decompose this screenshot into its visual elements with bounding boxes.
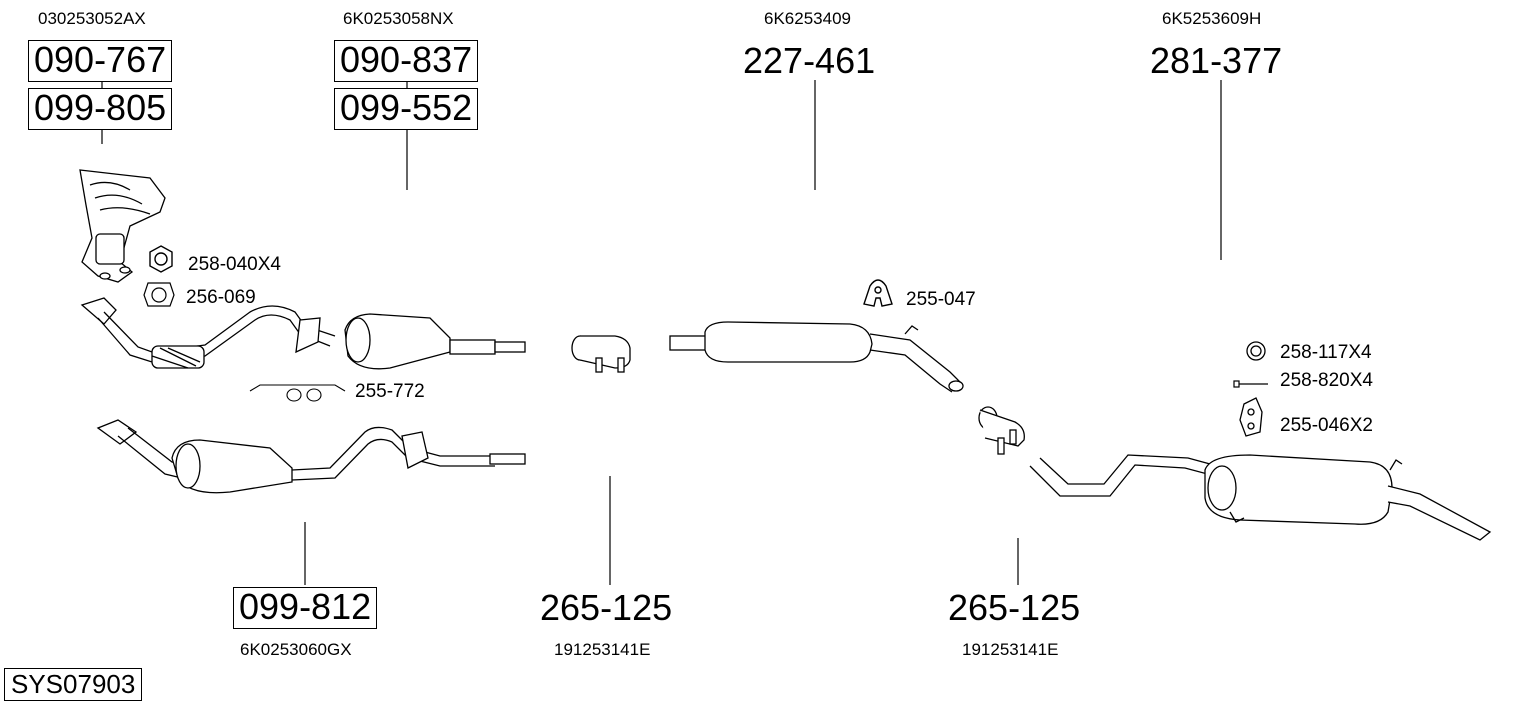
oem-number-middle-silencer: 6K6253409 bbox=[764, 9, 851, 28]
accessory-rubber-mount-rear-label[interactable]: 255-046X2 bbox=[1280, 415, 1373, 436]
manifold-shape bbox=[79, 169, 166, 283]
oem-number-manifold: 030253052AX bbox=[38, 9, 146, 28]
clamp-2-shape bbox=[978, 406, 1025, 455]
gasket-shape bbox=[143, 282, 175, 307]
part-number-front-pipe-b[interactable]: 099-812 bbox=[233, 587, 378, 629]
front-pipe-a-shape bbox=[80, 297, 526, 370]
accessory-nut-label[interactable]: 258-040X4 bbox=[188, 254, 281, 275]
accessory-bolt-label[interactable]: 258-820X4 bbox=[1280, 370, 1373, 391]
nut-shape bbox=[149, 245, 173, 273]
oem-number-clamp-1: 191253141E bbox=[554, 640, 651, 659]
part-number-clamp-1[interactable]: 265-125 bbox=[540, 587, 673, 628]
oem-number-clamp-2: 191253141E bbox=[962, 640, 1059, 659]
clamp-1-shape bbox=[571, 335, 631, 373]
part-number-manifold-1[interactable]: 090-767 bbox=[28, 40, 173, 82]
system-id: SYS07903 bbox=[4, 668, 143, 701]
accessory-bracket-label[interactable]: 255-772 bbox=[355, 381, 425, 402]
bracket-shape bbox=[249, 384, 346, 402]
rubber-mount-middle-shape bbox=[863, 279, 893, 307]
part-number-front-pipe-a-2[interactable]: 099-552 bbox=[334, 88, 479, 130]
accessory-gasket-label[interactable]: 256-069 bbox=[186, 287, 256, 308]
part-number-middle-silencer[interactable]: 227-461 bbox=[743, 40, 876, 81]
part-number-front-pipe-a-1[interactable]: 090-837 bbox=[334, 40, 479, 82]
part-number-manifold-2[interactable]: 099-805 bbox=[28, 88, 173, 130]
accessory-rubber-mount-middle-label[interactable]: 255-047 bbox=[906, 289, 976, 310]
part-number-clamp-2[interactable]: 265-125 bbox=[948, 587, 1081, 628]
front-pipe-b-shape bbox=[96, 419, 526, 494]
oem-number-front-pipe-b: 6K0253060GX bbox=[240, 640, 352, 659]
bolt-shape bbox=[1233, 380, 1268, 388]
ring-shape bbox=[1246, 341, 1266, 361]
oem-number-rear-silencer: 6K5253609H bbox=[1162, 9, 1262, 28]
middle-silencer-shape bbox=[669, 321, 964, 393]
rubber-mount-rear-shape bbox=[1239, 397, 1263, 437]
accessory-ring-label[interactable]: 258-117X4 bbox=[1280, 342, 1372, 363]
oem-number-front-pipe-a: 6K0253058NX bbox=[343, 9, 454, 28]
rear-silencer-shape bbox=[1029, 454, 1492, 541]
part-number-rear-silencer[interactable]: 281-377 bbox=[1150, 40, 1283, 81]
